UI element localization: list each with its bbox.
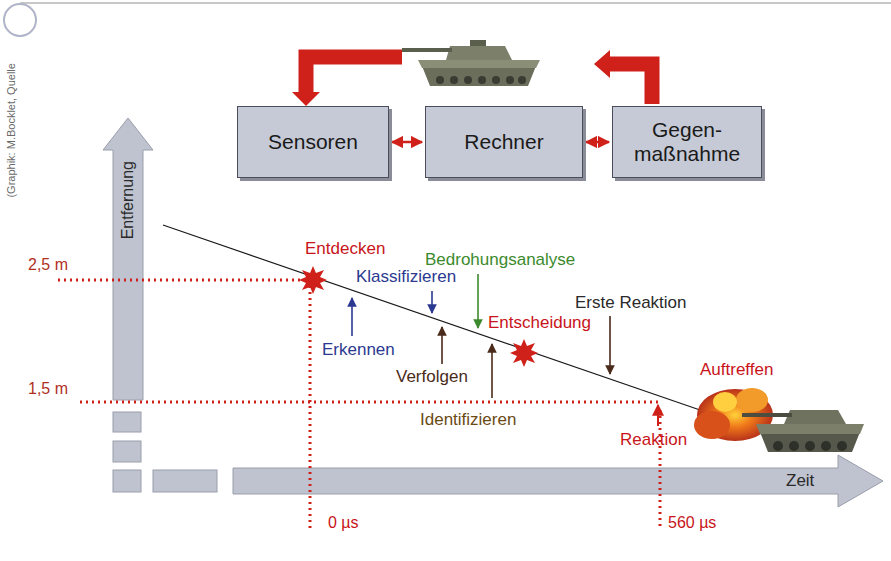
box-label: Sensoren [268,130,358,154]
distance-value: 1,5 m [28,380,68,398]
event-label: Auftreffen [700,360,773,380]
stage-label: Verfolgen [396,367,468,387]
connector-arrow [586,141,609,144]
axis-label: Zeit [786,471,814,491]
distance-value: 2,5 m [28,256,68,274]
stage-label: Entscheidung [488,313,591,333]
connector-arrow [392,141,422,144]
box-label: Gegen- maßnahme [621,118,753,166]
process-box: Sensoren [237,106,389,178]
event-label: Reaktion [620,430,687,450]
process-box: Rechner [425,106,583,178]
stage-label: Klassifizieren [356,267,456,287]
stage-label: Erkennen [322,340,395,360]
stage-label: Bedrohungsanalyse [425,250,575,270]
box-label: Rechner [464,130,543,154]
stage-label: Entdecken [305,239,385,259]
credit-note: (Graphik: M.Bocklet, Quelle [4,63,17,198]
time-value: 560 µs [668,514,716,532]
stage-label: Erste Reaktion [575,293,687,313]
stage-label: Identifizieren [420,410,516,430]
axis-label: Entfernung [119,161,137,239]
time-value: 0 µs [328,514,359,532]
process-box: Gegen- maßnahme [612,106,762,178]
